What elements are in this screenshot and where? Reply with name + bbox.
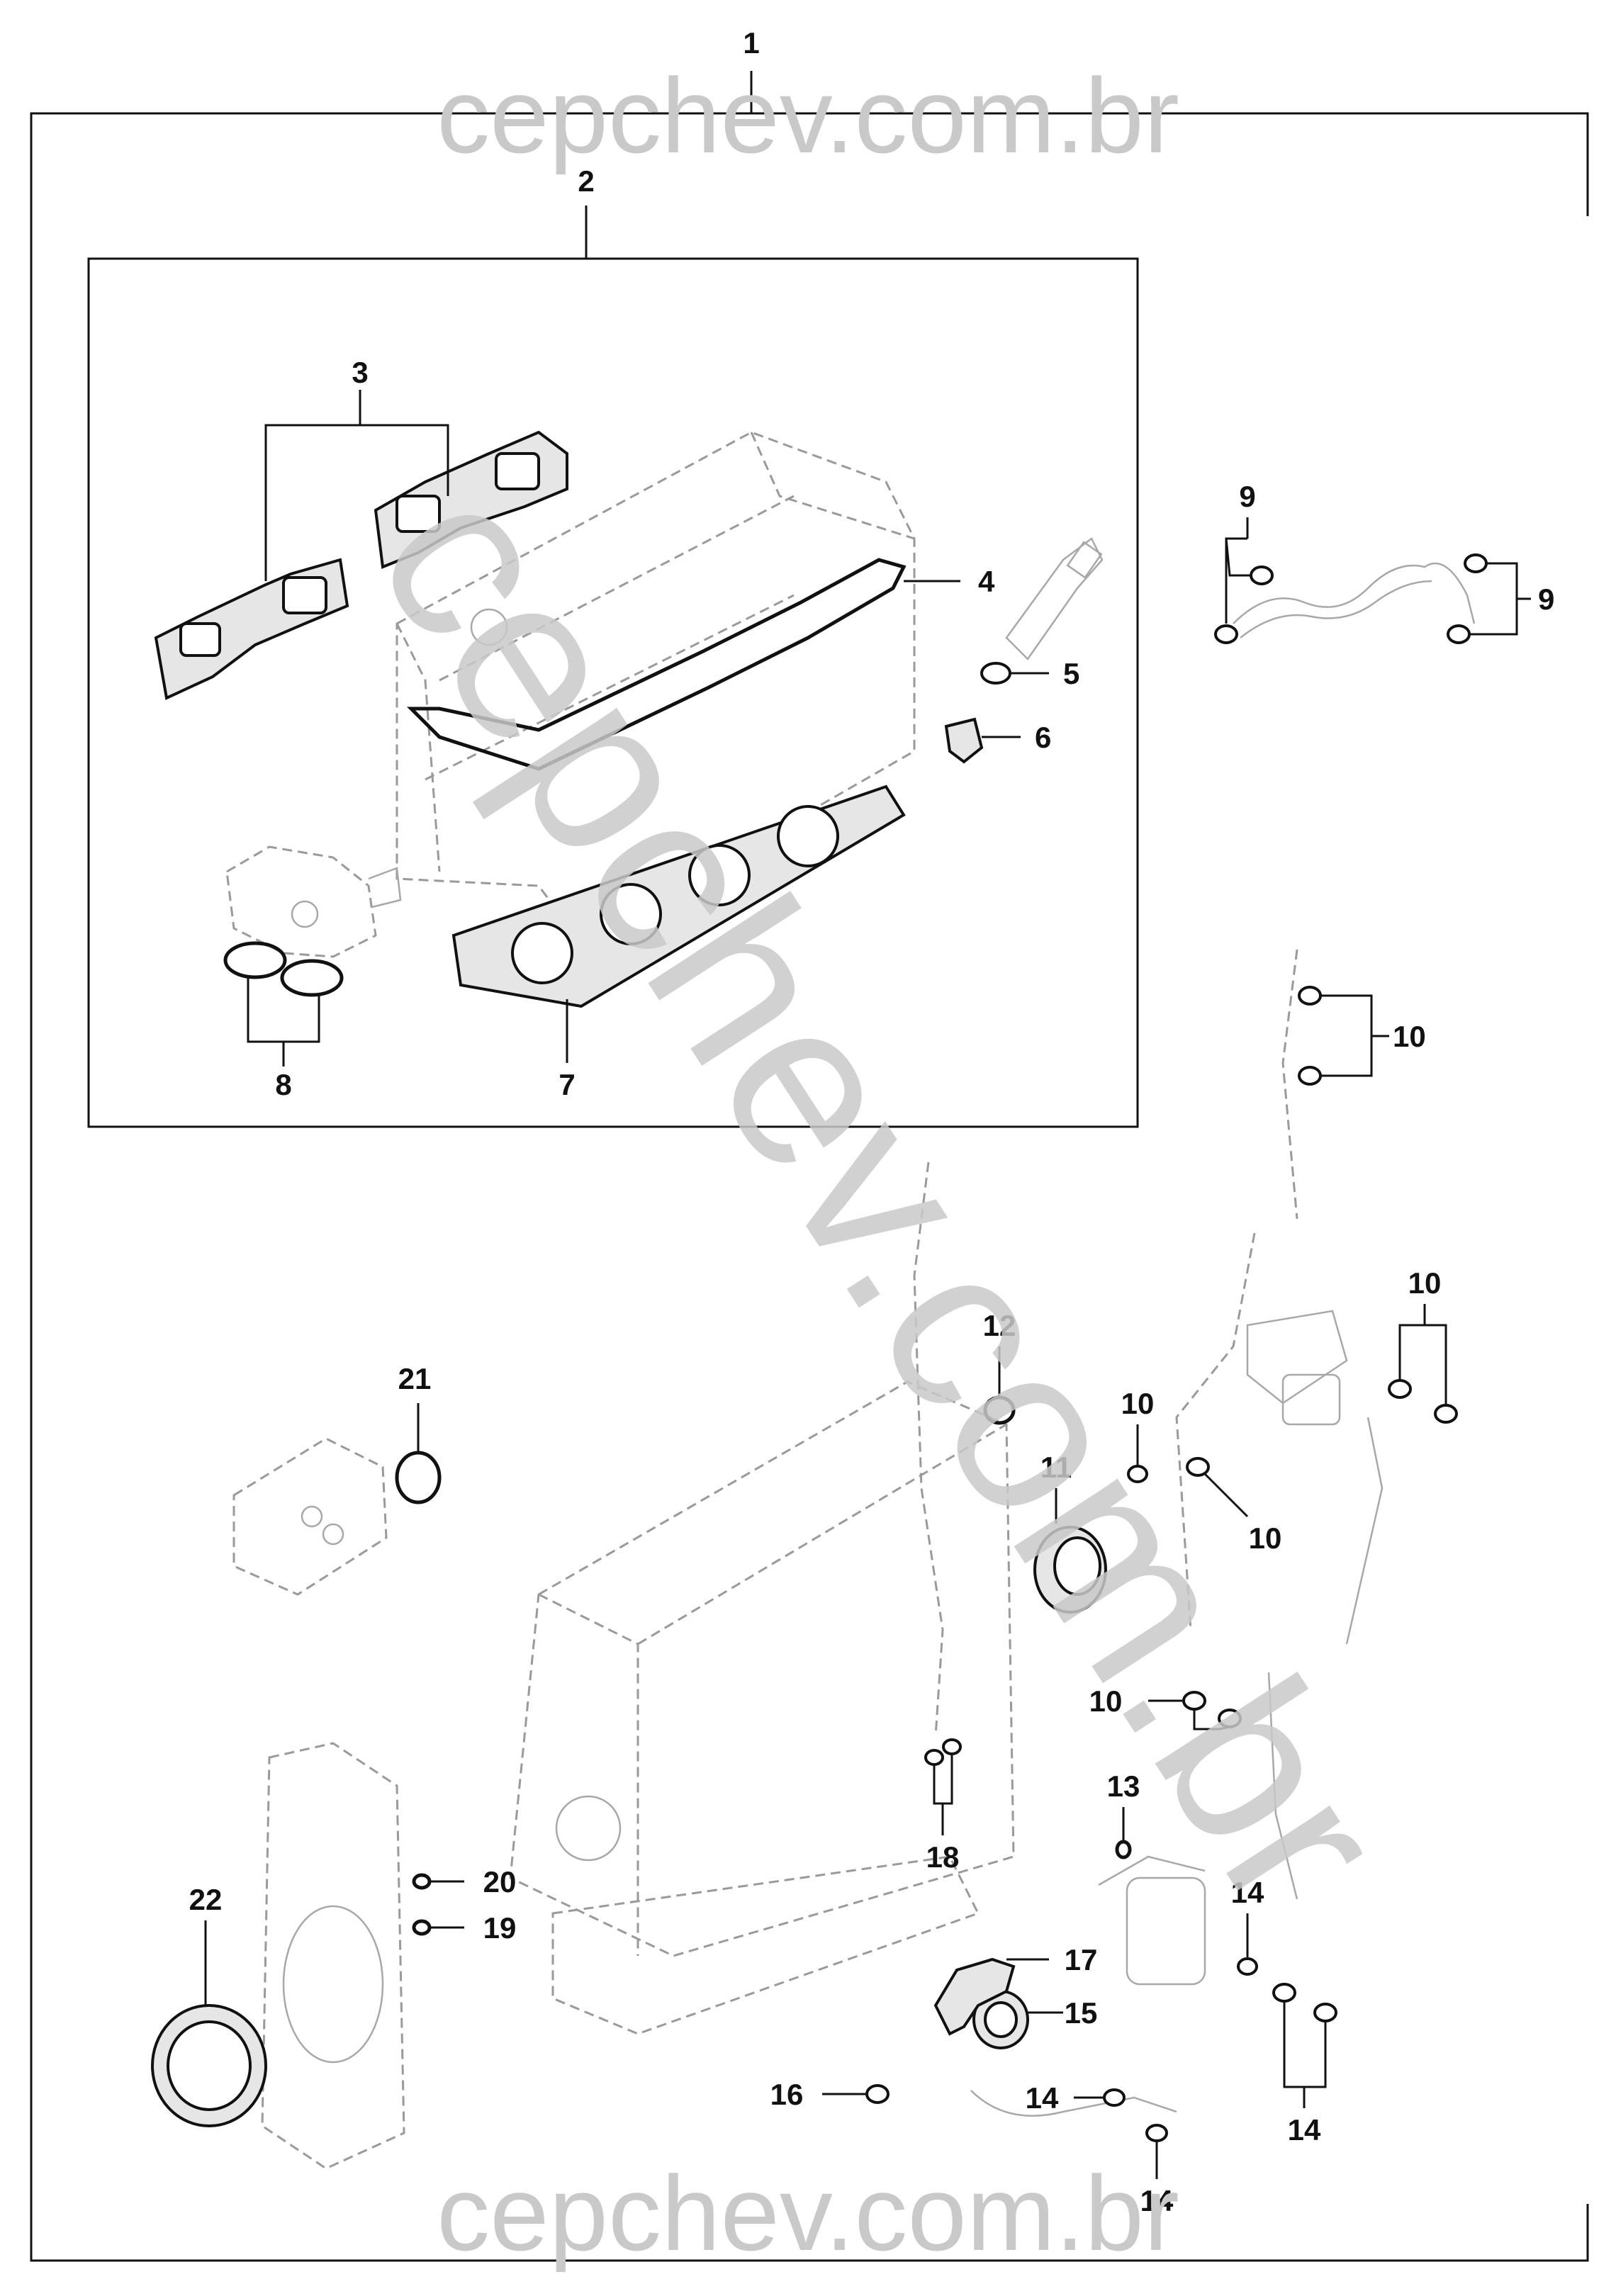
exhaust-manifold-gasket-part: [154, 430, 568, 700]
ghost-turbo-housing: [1246, 1310, 1348, 1426]
ghost-timing-cover: [261, 1742, 405, 2170]
oil-cooler-gasket-part: [933, 1957, 1016, 2036]
callout-4: 4: [978, 565, 995, 598]
callout-8: 8: [275, 1068, 291, 1101]
callout-10-mid: 10: [1249, 1521, 1282, 1555]
callout-10-lower: 10: [1089, 1684, 1123, 1718]
callout-labels: 1 2 3 4 5 6 7 8 9 9 10 10 10 10 10 11 12…: [189, 26, 1555, 2217]
drain-plug-washer-part: [865, 2084, 890, 2104]
callout-20: 20: [483, 1865, 517, 1898]
ghost-injector: [1005, 537, 1104, 660]
ghost-fuel-lines-top: [1233, 562, 1476, 638]
callout-16: 16: [770, 2078, 804, 2111]
callout-14-bracket: 14: [1288, 2113, 1321, 2146]
watermark-top: cepchev.com.br: [437, 56, 1179, 175]
ghost-injection-pump: [232, 1437, 388, 1596]
callout-18: 18: [926, 1840, 960, 1874]
outer-kit-frame: [30, 71, 1589, 2262]
small-o-ring-part: [412, 1873, 432, 1936]
watermark-diagonal: cepchev.com.br: [327, 440, 1438, 1953]
dipstick-tube-washer-part: [924, 1738, 962, 1766]
callout-13: 13: [1107, 1769, 1140, 1803]
callout-21: 21: [398, 1362, 432, 1395]
ghost-dipstick-and-pipes: [913, 949, 1384, 2117]
callout-9-left: 9: [1239, 480, 1255, 513]
callout-22: 22: [189, 1883, 223, 1916]
valve-stem-seal-part: [944, 717, 984, 764]
callout-9-right: 9: [1538, 583, 1554, 616]
callout-19: 19: [483, 1911, 517, 1945]
fuel-line-washer-part: [1214, 553, 1488, 644]
o-ring-13-part: [1115, 1840, 1132, 1859]
valve-cover-gasket-part: [406, 558, 907, 771]
ghost-cylinder-head: [395, 431, 916, 944]
callout-1: 1: [743, 26, 759, 60]
ghost-engine-block: [509, 1380, 1015, 2035]
callout-3: 3: [352, 356, 368, 389]
callout-7: 7: [559, 1068, 575, 1101]
water-pump-gasket-part: [223, 941, 344, 997]
oil-filter-adapter-gasket-part: [972, 1990, 1029, 2049]
callout-11: 11: [1040, 1451, 1072, 1484]
oil-return-washer-part: [1103, 1957, 1337, 2142]
leader-lines: [204, 390, 1531, 2179]
callout-10-top: 10: [1393, 1020, 1426, 1053]
front-crankshaft-seal-part: [1033, 1526, 1107, 1614]
watermark-bottom: cepchev.com.br: [437, 2154, 1179, 2273]
callout-2: 2: [578, 164, 594, 198]
rear-crankshaft-seal-part: [151, 2004, 267, 2127]
o-ring-12-part: [983, 1395, 1016, 1425]
injector-seal-part: [980, 662, 1011, 685]
ghost-water-pump: [225, 845, 402, 958]
cylinder-head-gasket-part: [451, 784, 906, 1008]
callout-14-bottom: 14: [1140, 2184, 1174, 2217]
callout-10-small: 10: [1121, 1387, 1155, 1420]
callout-10-right: 10: [1408, 1266, 1442, 1300]
callout-6: 6: [1035, 721, 1051, 754]
callout-12: 12: [983, 1309, 1016, 1342]
callout-14-left: 14: [1026, 2081, 1059, 2115]
callout-14-top: 14: [1231, 1876, 1264, 1909]
callout-15: 15: [1065, 1996, 1098, 2030]
callout-17: 17: [1065, 1943, 1098, 1976]
callout-5: 5: [1063, 657, 1079, 690]
ghost-oil-filter: [1098, 1855, 1206, 1986]
head-gasket-set-frame: [87, 206, 1139, 1128]
injection-pump-o-ring-part: [395, 1451, 442, 1504]
